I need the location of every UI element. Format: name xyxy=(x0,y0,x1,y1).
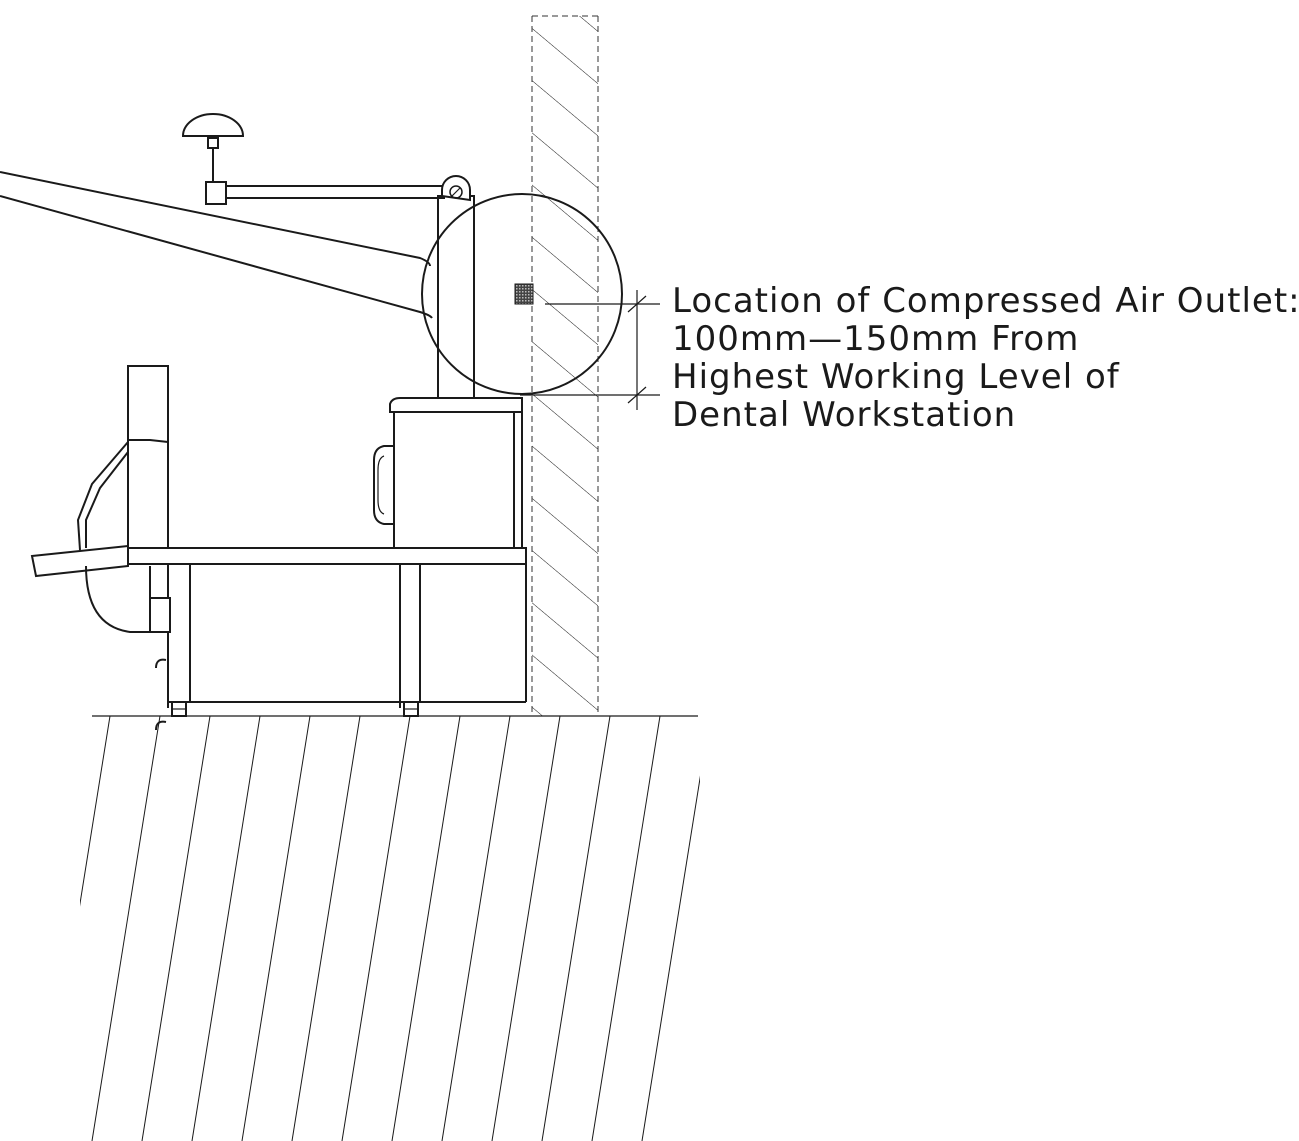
annotation-line-3: Highest Working Level of xyxy=(672,357,1120,397)
wall xyxy=(531,15,599,716)
air-outlet-annotation: Location of Compressed Air Outlet: 100mm… xyxy=(672,282,1299,434)
detail-circle xyxy=(421,193,623,395)
upper-cabinet xyxy=(373,397,523,549)
overhead-light xyxy=(181,113,445,205)
countertop xyxy=(127,547,527,565)
floor xyxy=(80,715,700,1141)
air-outlet-marker xyxy=(514,283,534,305)
dimension-lines xyxy=(520,290,660,410)
lower-cabinet xyxy=(167,564,527,717)
annotation-line-4: Dental Workstation xyxy=(672,395,1017,435)
annotation-line-2: 100mm—150mm From xyxy=(672,319,1080,359)
annotation-line-1: Location of Compressed Air Outlet: xyxy=(672,281,1299,321)
side-panel xyxy=(30,365,171,731)
